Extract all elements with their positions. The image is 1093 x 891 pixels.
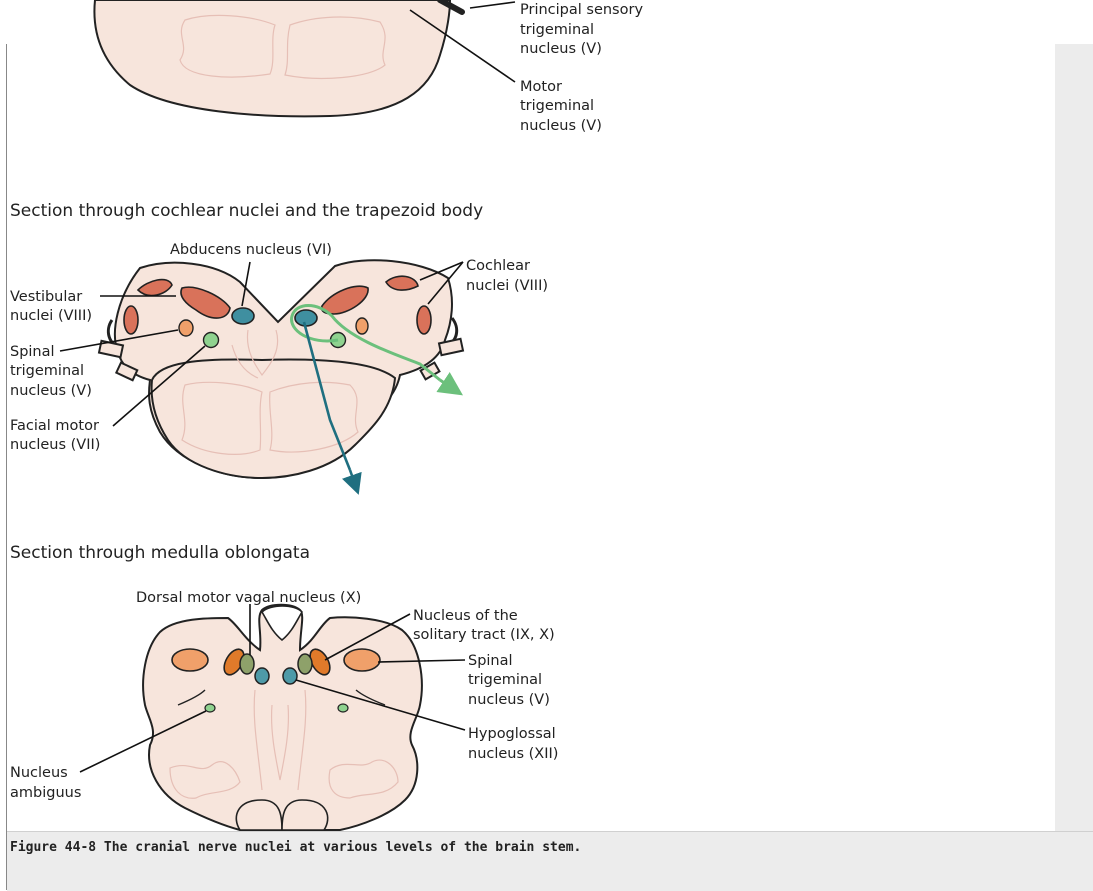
- svg-text:trigeminal: trigeminal: [520, 98, 594, 114]
- facial-pathway-arrow: [440, 380, 458, 392]
- medulla-section-heading: Section through medulla oblongata: [10, 543, 310, 563]
- cochlear-nucleus-left: [124, 306, 138, 334]
- svg-text:trigeminal: trigeminal: [520, 22, 594, 38]
- svg-text:trigeminal: trigeminal: [468, 672, 542, 688]
- svg-text:nuclei (VIII): nuclei (VIII): [10, 308, 92, 324]
- principal-sensory-label: Principal sensory: [520, 2, 643, 18]
- svg-text:trigeminal: trigeminal: [10, 363, 84, 379]
- cochlear-section-heading: Section through cochlear nuclei and the …: [10, 201, 483, 221]
- facial-motor-label: Facial motor: [10, 418, 99, 434]
- principal-sensory-leader: [470, 2, 515, 8]
- solitary-tract-nucleus-left: [240, 654, 254, 674]
- svg-text:nucleus (V): nucleus (V): [520, 41, 602, 57]
- trapezoid-basal: [152, 360, 395, 478]
- motor-trigeminal-label: Motor: [520, 79, 562, 95]
- svg-text:nucleus (XII): nucleus (XII): [468, 746, 558, 762]
- hypoglossal-nucleus-right: [283, 668, 297, 684]
- cochlear-nucleus-right-b: [417, 306, 431, 334]
- ambiguus-label: Nucleus: [10, 765, 68, 781]
- spinal-trigeminal-nucleus-left-medulla: [172, 649, 208, 671]
- cochlear-label: Cochlear: [466, 258, 530, 274]
- pons-section: Principal sensory trigeminal nucleus (V)…: [94, 0, 643, 134]
- nucleus-ambiguus-left: [205, 704, 215, 712]
- svg-text:ambiguus: ambiguus: [10, 785, 81, 801]
- svg-text:solitary tract (IX, X): solitary tract (IX, X): [413, 627, 555, 643]
- svg-text:nuclei (VIII): nuclei (VIII): [466, 278, 548, 294]
- svg-text:nucleus (V): nucleus (V): [520, 118, 602, 134]
- medulla-section: Section through medulla oblongata: [10, 543, 558, 830]
- facial-motor-nucleus-left: [204, 333, 219, 348]
- spinal-trigeminal-nucleus-right-medulla: [344, 649, 380, 671]
- cochlear-nucleus-right-a: [386, 276, 418, 290]
- cochlear-section: Section through cochlear nuclei and the …: [10, 201, 548, 490]
- abducens-pathway-arrow: [350, 470, 357, 490]
- svg-text:nucleus (V): nucleus (V): [10, 383, 92, 399]
- hypoglossal-label: Hypoglossal: [468, 726, 556, 742]
- dorsal-motor-vagal-label: Dorsal motor vagal nucleus (X): [136, 590, 361, 606]
- spinal-trigeminal-label: Spinal: [10, 344, 55, 360]
- svg-text:nucleus (VII): nucleus (VII): [10, 437, 100, 453]
- solitary-tract-nucleus-right: [298, 654, 312, 674]
- abducens-label: Abducens nucleus (VI): [170, 242, 332, 258]
- spinal-trigeminal-nucleus-right: [356, 318, 368, 334]
- abducens-nucleus-left: [232, 308, 254, 324]
- svg-text:nucleus (V): nucleus (V): [468, 692, 550, 708]
- abducens-nucleus-right: [295, 310, 317, 326]
- vestibular-label: Vestibular: [10, 289, 82, 305]
- hypoglossal-nucleus-left: [255, 668, 269, 684]
- figure-caption: Figure 44-8 The cranial nerve nuclei at …: [10, 840, 581, 855]
- caption-bar: Figure 44-8 The cranial nerve nuclei at …: [7, 831, 1093, 891]
- spinal-trigeminal-nucleus-left: [179, 320, 193, 336]
- solitary-tract-label: Nucleus of the: [413, 608, 518, 624]
- nucleus-ambiguus-right: [338, 704, 348, 712]
- spinal-trigeminal-medulla-label: Spinal: [468, 653, 513, 669]
